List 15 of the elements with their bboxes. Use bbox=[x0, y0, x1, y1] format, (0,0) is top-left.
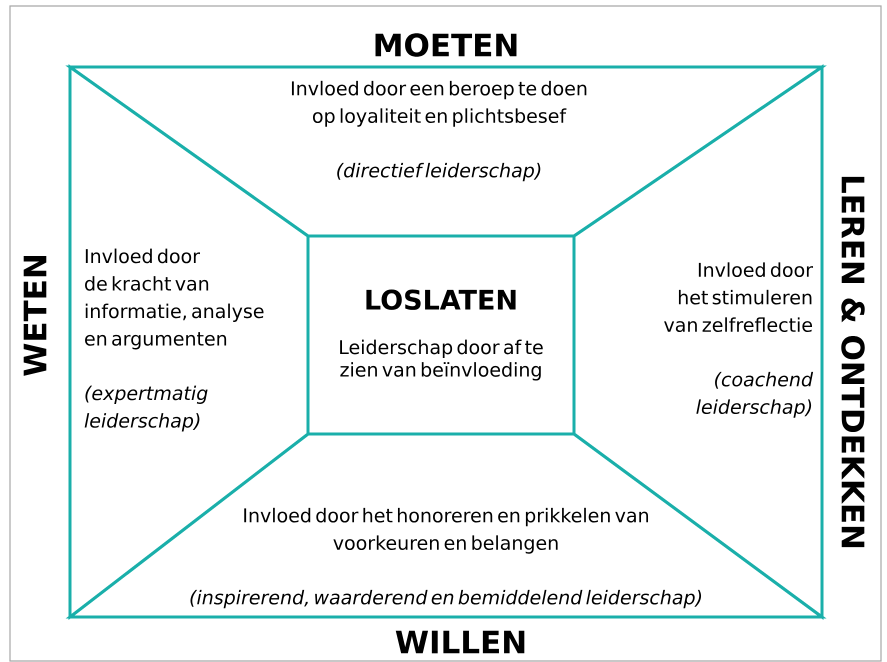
description-text: Invloed door het stimuleren van zelfreflectie bbox=[664, 262, 814, 332]
leadership-style-text: (directief leiderschap) bbox=[337, 162, 540, 182]
side-heading: WETEN bbox=[24, 256, 46, 376]
description-text: Invloed door het honoreren en prikkelen van voorkeuren en belangen bbox=[244, 508, 648, 554]
description-text: Leiderschap door af te zien van beïnvloeding bbox=[340, 340, 543, 380]
center-heading: LOSLATEN bbox=[366, 290, 516, 310]
description-text: Invloed door de kracht van informatie, analyse en argumenten bbox=[85, 248, 264, 350]
description-text: Invloed door een beroep te doen op loyaliteit en plichtsbesef bbox=[292, 80, 586, 127]
side-heading: LEREN & ONTDEKKEN bbox=[841, 176, 865, 548]
side-heading: MOETEN bbox=[376, 33, 516, 57]
leadership-style-text: (inspirerend, waarderend en bemiddelend leiderschap) bbox=[190, 590, 702, 608]
side-heading: WILLEN bbox=[396, 630, 524, 654]
center-box bbox=[306, 234, 576, 436]
leadership-style-text: (coachend leiderschap) bbox=[696, 372, 814, 418]
leadership-style-text: (expertmatig leiderschap) bbox=[84, 386, 208, 432]
